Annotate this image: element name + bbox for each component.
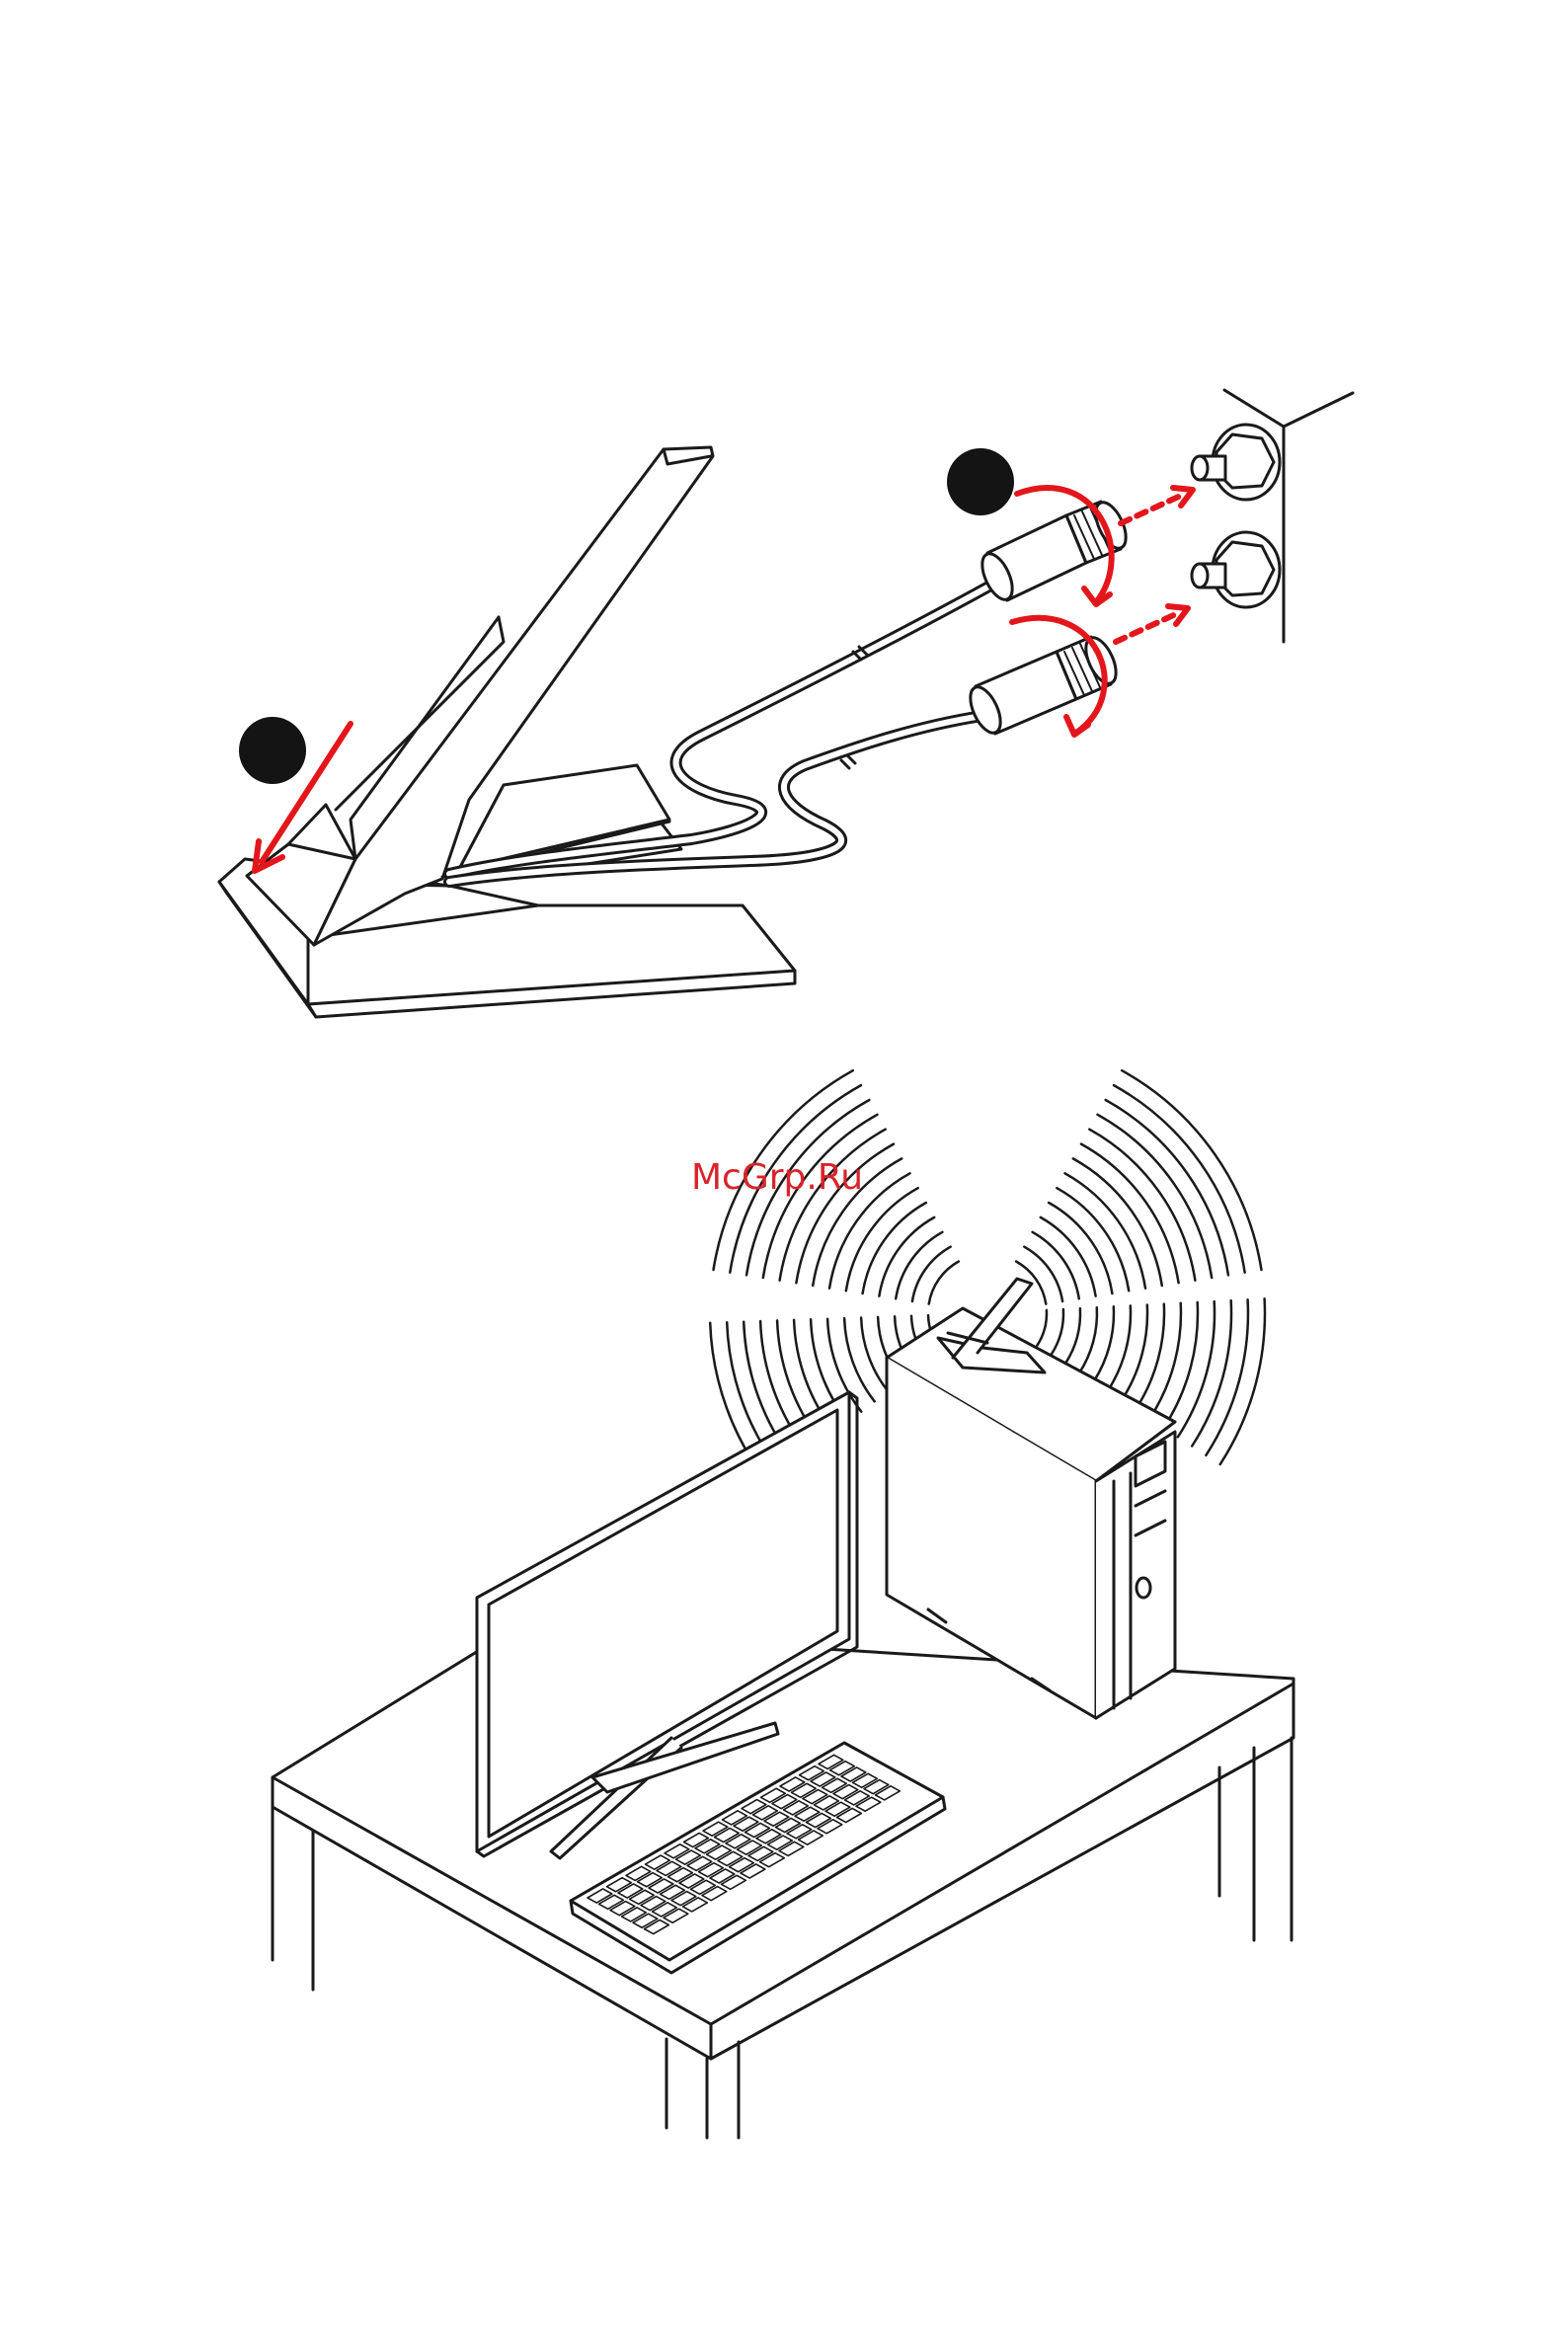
rp-sma-port-bottom bbox=[1192, 532, 1280, 607]
step-badge-2 bbox=[947, 448, 1014, 515]
signal-wave-arc bbox=[863, 1203, 926, 1294]
watermark-text: McGrp.Ru bbox=[691, 1157, 863, 1198]
signal-wave-arc bbox=[1049, 1203, 1112, 1294]
dotted-arrow-bottom bbox=[1116, 612, 1180, 642]
signal-wave-arc bbox=[929, 1262, 959, 1304]
signal-wave-arc bbox=[1106, 1100, 1228, 1275]
signal-wave-arc bbox=[1108, 1305, 1131, 1391]
dotted-arrow-top bbox=[1121, 494, 1185, 523]
step-badge-1 bbox=[239, 717, 306, 784]
signal-wave-arc bbox=[1136, 1304, 1164, 1410]
signal-wave-arc bbox=[1206, 1299, 1248, 1455]
signal-wave-arc bbox=[1079, 1307, 1097, 1372]
signal-wave-arc bbox=[861, 1318, 888, 1391]
signal-wave-arc bbox=[1052, 1309, 1063, 1355]
rp-sma-port-top bbox=[1192, 425, 1280, 500]
signal-wave-arc bbox=[879, 1217, 934, 1296]
signal-wave-arc bbox=[1041, 1217, 1096, 1296]
signal-wave-arc bbox=[1037, 1310, 1047, 1346]
signal-wave-arc bbox=[1065, 1308, 1080, 1364]
signal-wave-arc bbox=[1220, 1298, 1265, 1464]
signal-wave-arc bbox=[1081, 1144, 1179, 1284]
